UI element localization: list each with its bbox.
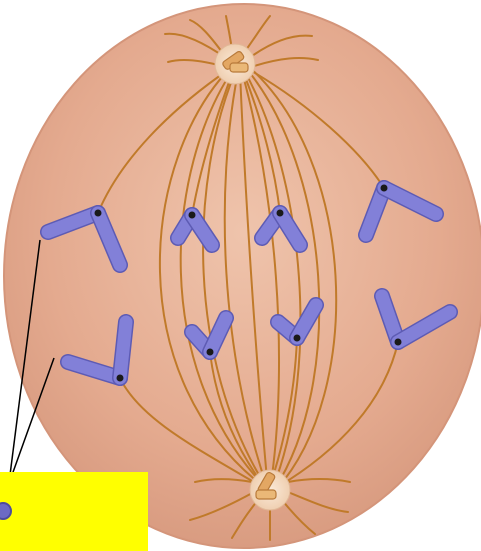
centromere-icon: [189, 212, 196, 219]
centromere-icon: [207, 349, 214, 356]
centriole-icon: [256, 490, 276, 499]
centriole-icon: [230, 63, 248, 72]
centrosome-top: [215, 44, 255, 84]
centromere-icon: [117, 375, 124, 382]
centrosome-bottom: [250, 470, 290, 510]
centromere-icon: [395, 339, 402, 346]
centromere-icon: [294, 335, 301, 342]
label-box: [0, 472, 148, 551]
centromere-icon: [277, 210, 284, 217]
pointer-dot-icon: [0, 502, 12, 520]
cell-membrane: [4, 4, 481, 548]
centromere-icon: [95, 210, 102, 217]
centromere-icon: [381, 185, 388, 192]
